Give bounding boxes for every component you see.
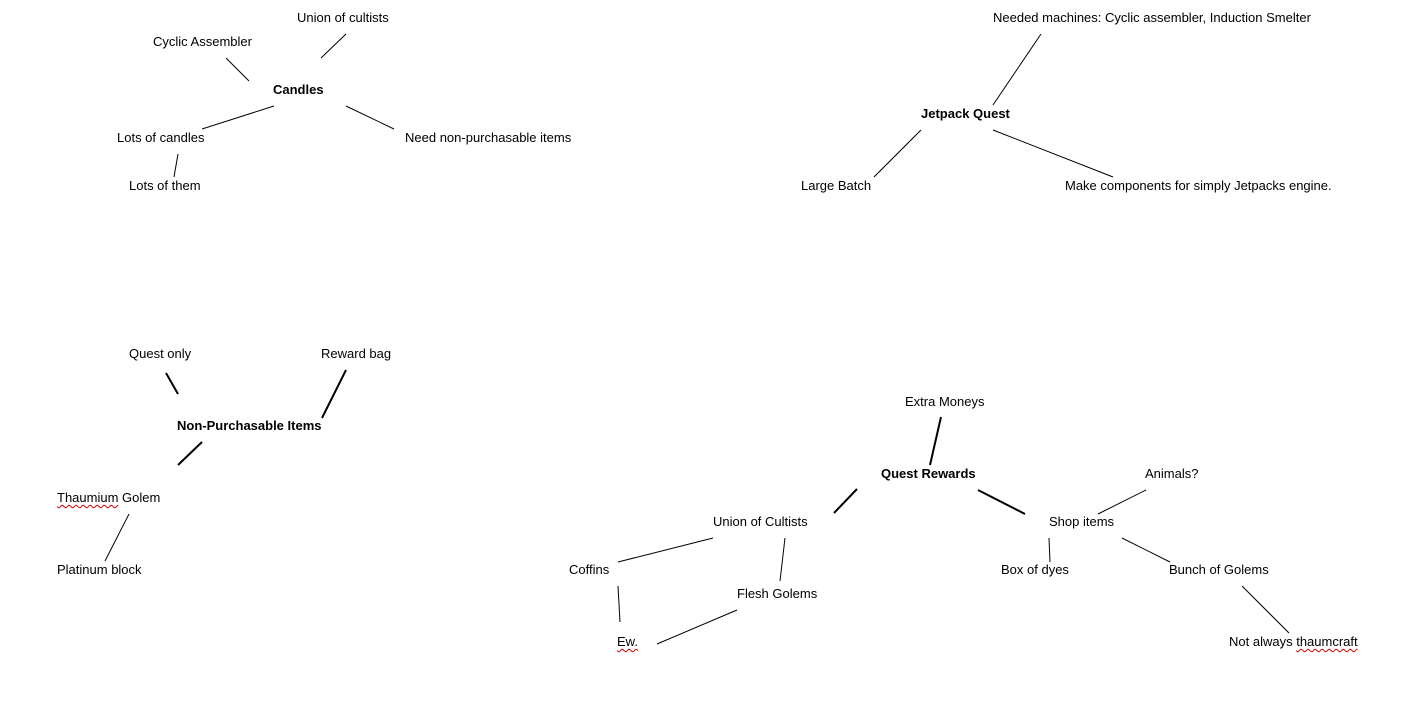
node-make-components[interactable]: Make components for simply Jetpacks engi… bbox=[1065, 178, 1332, 193]
connector-coffins-ew bbox=[617, 585, 621, 623]
node-quest-rewards[interactable]: Quest Rewards bbox=[881, 466, 976, 481]
connector-jetpack-large-batch bbox=[873, 129, 922, 178]
node-flesh-golems[interactable]: Flesh Golems bbox=[737, 586, 818, 601]
node-thaumium-golem[interactable]: Thaumium Golem bbox=[57, 490, 160, 506]
node-non-purchasable-items[interactable]: Non-Purchasable Items bbox=[177, 418, 322, 433]
connector-shop-items-animals bbox=[1097, 489, 1147, 515]
node-needed-machines[interactable]: Needed machines: Cyclic assembler, Induc… bbox=[993, 10, 1311, 25]
connector-flesh-golems-ew bbox=[656, 609, 738, 645]
connector-npi-thaumium-golem bbox=[177, 441, 203, 466]
connector-qr-shop-items bbox=[977, 489, 1026, 515]
node-bunch-of-golems[interactable]: Bunch of Golems bbox=[1169, 562, 1269, 577]
node-union-of-cultists-rewards[interactable]: Union of Cultists bbox=[713, 514, 808, 529]
node-candles[interactable]: Candles bbox=[273, 82, 324, 97]
node-large-batch[interactable]: Large Batch bbox=[801, 178, 872, 193]
node-lots-of-them[interactable]: Lots of them bbox=[129, 178, 201, 193]
connector-shop-items-bunch-of-golems bbox=[1121, 537, 1171, 563]
not-always-prefix: Not always bbox=[1229, 634, 1297, 649]
thaumium-golem-rest: Golem bbox=[118, 490, 161, 505]
node-ew[interactable]: Ew. bbox=[617, 634, 638, 650]
node-quest-only[interactable]: Quest only bbox=[129, 346, 192, 361]
node-lots-of-candles[interactable]: Lots of candles bbox=[117, 130, 205, 145]
node-animals[interactable]: Animals? bbox=[1145, 466, 1199, 481]
connector-shop-items-box-of-dyes bbox=[1048, 537, 1051, 563]
thaumcraft-spellcheck-word: thaumcraft bbox=[1296, 634, 1358, 649]
connector-jetpack-make-components bbox=[992, 129, 1114, 178]
node-platinum-block[interactable]: Platinum block bbox=[57, 562, 142, 577]
connector-bunch-of-golems-not-always bbox=[1241, 585, 1290, 634]
connector-candles-lots-of-candles bbox=[201, 105, 275, 130]
connector-jetpack-needed-machines bbox=[992, 33, 1042, 106]
connector-qr-union-of-cultists bbox=[833, 488, 858, 514]
node-cyclic-assembler[interactable]: Cyclic Assembler bbox=[153, 34, 252, 49]
connector-union-flesh-golems bbox=[779, 537, 786, 582]
thaumium-spellcheck-word: Thaumium bbox=[57, 490, 119, 505]
node-shop-items[interactable]: Shop items bbox=[1049, 514, 1115, 529]
node-coffins[interactable]: Coffins bbox=[569, 562, 610, 577]
connector-lots-of-candles-lots-of-them bbox=[173, 153, 179, 178]
connector-qr-extra-moneys bbox=[929, 416, 942, 466]
node-box-of-dyes[interactable]: Box of dyes bbox=[1001, 562, 1069, 577]
node-reward-bag[interactable]: Reward bag bbox=[321, 346, 392, 361]
connector-thaumium-golem-platinum-block bbox=[104, 513, 130, 562]
ew-spellcheck-word: Ew. bbox=[617, 634, 638, 649]
connector-candles-need-non-purchasable bbox=[345, 105, 395, 130]
node-extra-moneys[interactable]: Extra Moneys bbox=[905, 394, 985, 409]
connector-candles-union-of-cultists bbox=[320, 33, 347, 59]
node-union-of-cultists-candles[interactable]: Union of cultists bbox=[297, 10, 389, 25]
node-jetpack-quest[interactable]: Jetpack Quest bbox=[921, 106, 1010, 121]
connector-npi-quest-only bbox=[165, 372, 179, 395]
node-need-non-purchasable-items[interactable]: Need non-purchasable items bbox=[405, 130, 572, 145]
connector-npi-reward-bag bbox=[321, 369, 347, 419]
connector-candles-cyclic-assembler bbox=[225, 57, 250, 82]
connector-union-coffins bbox=[617, 537, 714, 563]
node-not-always-thaumcraft[interactable]: Not always thaumcraft bbox=[1229, 634, 1358, 650]
